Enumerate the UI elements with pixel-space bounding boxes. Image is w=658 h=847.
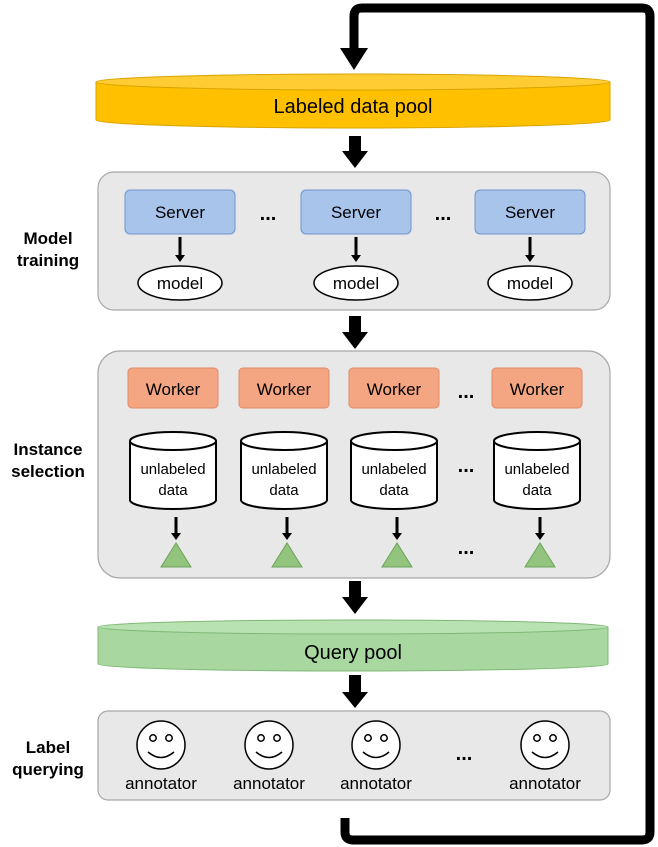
ellipsis-text: ... [458, 381, 475, 403]
annotator-label: annotator [233, 774, 305, 793]
labeled-data-pool: Labeled data pool [95, 73, 611, 129]
unlabeled-label-line2: data [522, 482, 552, 499]
unlabeled-label-line1: unlabeled [140, 461, 205, 478]
unlabeled-label-line1: unlabeled [361, 461, 426, 478]
unlabeled-label-line2: data [158, 482, 188, 499]
annotator: annotator [125, 720, 197, 793]
server-box [300, 189, 412, 235]
annotator-label: annotator [125, 774, 197, 793]
small-arrow-head [392, 533, 402, 540]
selected-instance-triangle [160, 542, 192, 568]
ellipsis-text: ... [435, 203, 452, 225]
unlabeled-label-line1: unlabeled [504, 461, 569, 478]
worker-column: Worker unlabeled data [491, 367, 583, 568]
server-label: Server [505, 203, 555, 222]
smiley-face-icon [136, 720, 186, 770]
worker-label: Worker [146, 380, 201, 399]
worker-box [491, 367, 583, 409]
selected-instance-triangle [524, 542, 556, 568]
unlabeled-data-cylinder [493, 431, 581, 510]
model-ellipse [137, 265, 223, 301]
unlabeled-label-line2: data [379, 482, 409, 499]
server-label: Server [155, 203, 205, 222]
worker-label: Worker [367, 380, 422, 399]
query-pool-label: Query pool [304, 642, 402, 664]
stage-label-model-training: Model training [0, 228, 96, 272]
unlabeled-data-cylinder [240, 431, 328, 510]
annotator: annotator [233, 720, 305, 793]
stage-label-line: Instance [13, 440, 83, 459]
server-column: Server model [124, 189, 236, 301]
unlabeled-data-cylinder [129, 431, 217, 510]
annotator-label: annotator [340, 774, 412, 793]
model-ellipse [313, 265, 399, 301]
smiley-face-icon [520, 720, 570, 770]
labeled-pool-label: Labeled data pool [273, 96, 432, 118]
worker-column: Worker unlabeled data [348, 367, 440, 568]
small-arrow-head [171, 533, 181, 540]
stage-label-line: training [16, 251, 80, 270]
model-label: model [333, 274, 379, 293]
ellipsis-text: ... [456, 743, 473, 765]
server-label: Server [331, 203, 381, 222]
annotator: annotator [509, 720, 581, 793]
annotator-label: annotator [509, 774, 581, 793]
worker-label: Worker [510, 380, 565, 399]
flow-arrow [342, 316, 368, 349]
query-pool: Query pool [97, 619, 609, 672]
worker-box [127, 367, 219, 409]
annotator: annotator [340, 720, 412, 793]
smiley-face-icon [351, 720, 401, 770]
ellipsis-text: ... [458, 455, 475, 477]
smiley-face-icon [244, 720, 294, 770]
stage-label-instance-selection: Instance selection [0, 439, 96, 483]
stage-label-line: Label [25, 738, 71, 757]
stage-label-label-querying: Label querying [0, 737, 96, 781]
server-column: Server model [474, 189, 586, 301]
small-arrow-head [351, 255, 361, 262]
unlabeled-label-line1: unlabeled [251, 461, 316, 478]
worker-label: Worker [257, 380, 312, 399]
small-arrow-head [535, 533, 545, 540]
ellipsis-text: ... [458, 537, 475, 559]
worker-box [348, 367, 440, 409]
selected-instance-triangle [381, 542, 413, 568]
unlabeled-data-cylinder [350, 431, 438, 510]
flow-arrow [342, 581, 368, 614]
server-column: Server model [300, 189, 412, 301]
unlabeled-label-line2: data [269, 482, 299, 499]
selected-instance-triangle [271, 542, 303, 568]
stage-label-line: querying [12, 760, 84, 779]
server-box [474, 189, 586, 235]
model-ellipse [487, 265, 573, 301]
small-arrow-head [282, 533, 292, 540]
stage-label-line: Model [23, 229, 73, 248]
worker-column: Worker unlabeled data [238, 367, 330, 568]
worker-column: Worker unlabeled data [127, 367, 219, 568]
model-label: model [157, 274, 203, 293]
flow-arrow [342, 136, 368, 168]
worker-box [238, 367, 330, 409]
feedback-arrowhead [340, 48, 368, 70]
ellipsis-text: ... [260, 203, 277, 225]
model-label: model [507, 274, 553, 293]
flow-arrow [342, 675, 368, 708]
small-arrow-head [175, 255, 185, 262]
server-box [124, 189, 236, 235]
stage-label-line: selection [11, 462, 85, 481]
small-arrow-head [525, 255, 535, 262]
feedback-loop-line [340, 3, 655, 845]
